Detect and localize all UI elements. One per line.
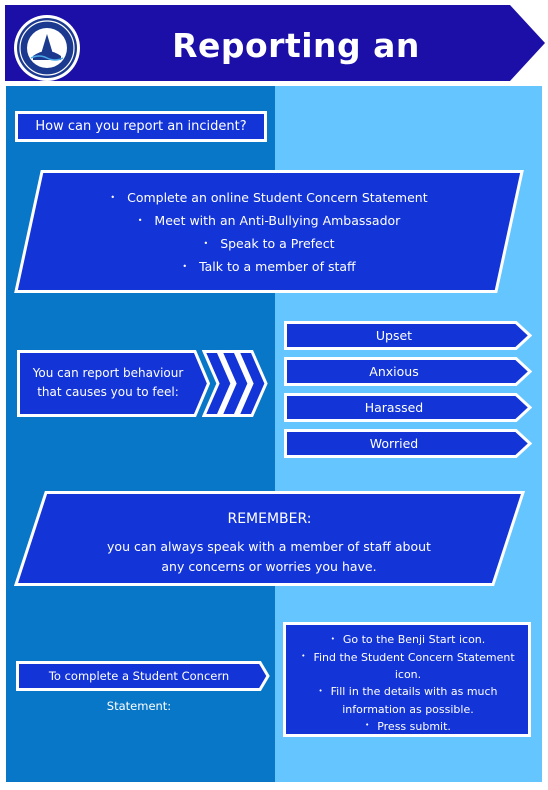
feeling-anxious: Anxious — [284, 357, 532, 386]
page-title: Reporting an Incident — [172, 26, 420, 121]
list-item: •Meet with an Anti-Bullying Ambassador — [137, 213, 401, 228]
list-item: •Find the Student Concern Statement icon… — [301, 650, 515, 682]
methods-box: •Complete an online Student Concern Stat… — [14, 170, 524, 293]
chevron-arrows-icon — [202, 350, 268, 417]
list-item: •Press submit. — [365, 719, 451, 733]
steps-list: •Go to the Benji Start icon. •Find the S… — [300, 631, 516, 735]
feeling-harassed: Harassed — [284, 393, 532, 422]
remember-text: you can always speak with a member of st… — [107, 539, 431, 574]
list-item: •Talk to a member of staff — [182, 259, 356, 274]
question-heading: How can you report an incident? — [15, 111, 267, 142]
feelings-label: You can report behaviour that causes you… — [32, 366, 184, 399]
feeling-upset: Upset — [284, 321, 532, 350]
statement-steps-box: •Go to the Benji Start icon. •Find the S… — [283, 622, 531, 737]
statement-label: To complete a Student Concern Statement: — [48, 669, 230, 713]
remember-title: REMEMBER: — [227, 511, 312, 527]
feeling-worried: Worried — [284, 429, 532, 458]
list-item: •Speak to a Prefect — [203, 236, 335, 251]
school-crest-icon — [14, 15, 80, 81]
methods-list: •Complete an online Student Concern Stat… — [14, 186, 524, 278]
list-item: •Go to the Benji Start icon. — [330, 633, 486, 646]
feelings-label-box: You can report behaviour that causes you… — [17, 350, 210, 417]
list-item: •Complete an online Student Concern Stat… — [110, 190, 428, 205]
statement-label-box: To complete a Student Concern Statement: — [16, 661, 270, 713]
header-banner — [5, 5, 545, 81]
list-item: •Fill in the details with as much inform… — [318, 685, 498, 716]
remember-box: REMEMBER: you can always speak with a me… — [14, 491, 525, 586]
